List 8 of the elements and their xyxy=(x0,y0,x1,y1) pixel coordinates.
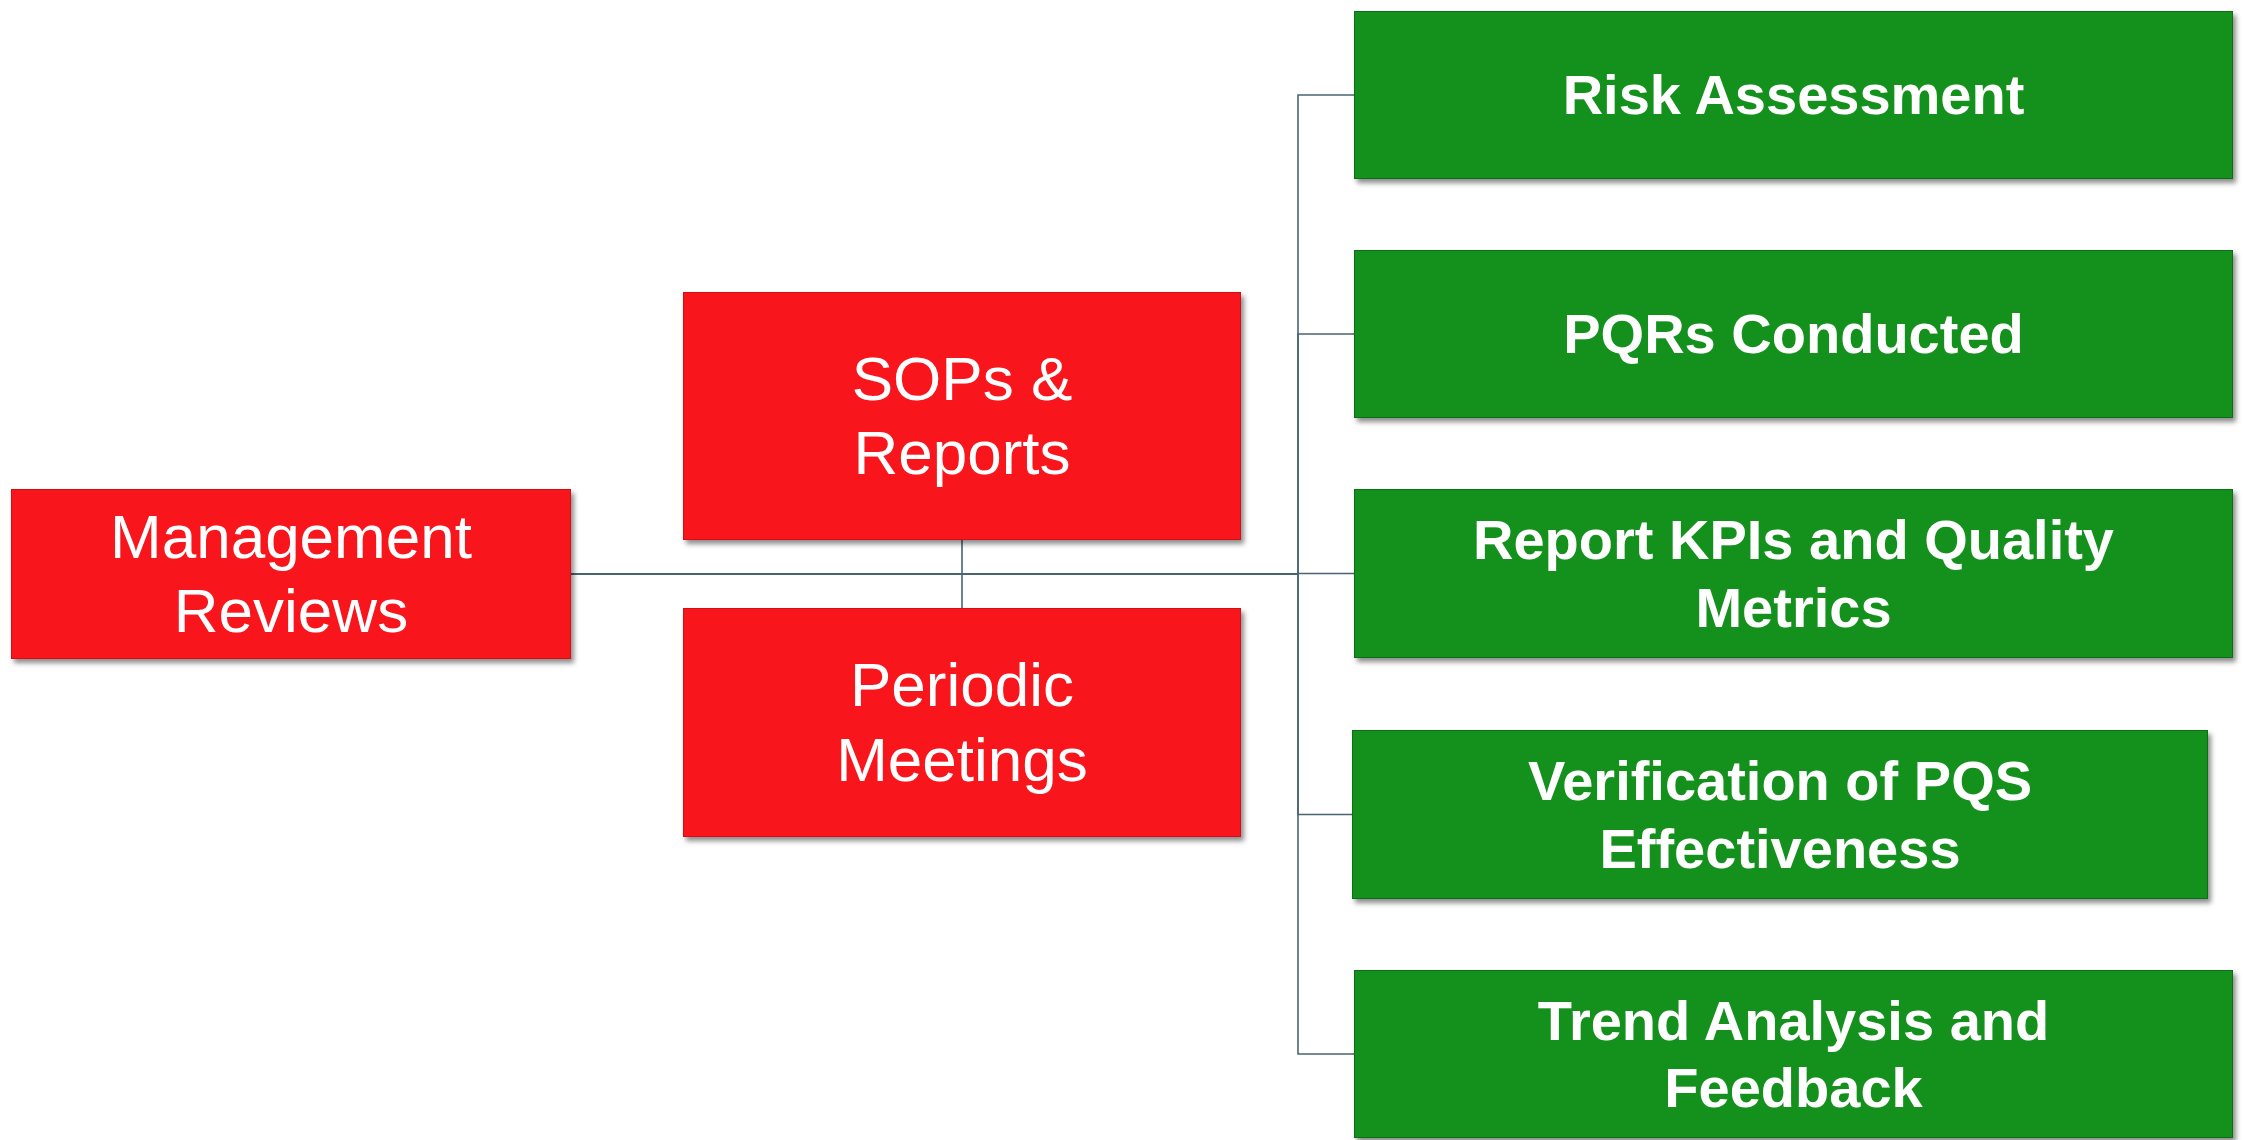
activity-box: Trend Analysis and Feedback xyxy=(1354,970,2233,1138)
activity-box: PQRs Conducted xyxy=(1354,250,2233,418)
process-box: SOPs & Reports xyxy=(683,292,1241,540)
process-box: Periodic Meetings xyxy=(683,608,1241,837)
activity-box: Verification of PQS Effectiveness xyxy=(1352,730,2208,899)
process-box: Management Reviews xyxy=(11,489,571,659)
activity-box: Report KPIs and Quality Metrics xyxy=(1354,489,2233,658)
activity-box: Risk Assessment xyxy=(1354,11,2233,179)
